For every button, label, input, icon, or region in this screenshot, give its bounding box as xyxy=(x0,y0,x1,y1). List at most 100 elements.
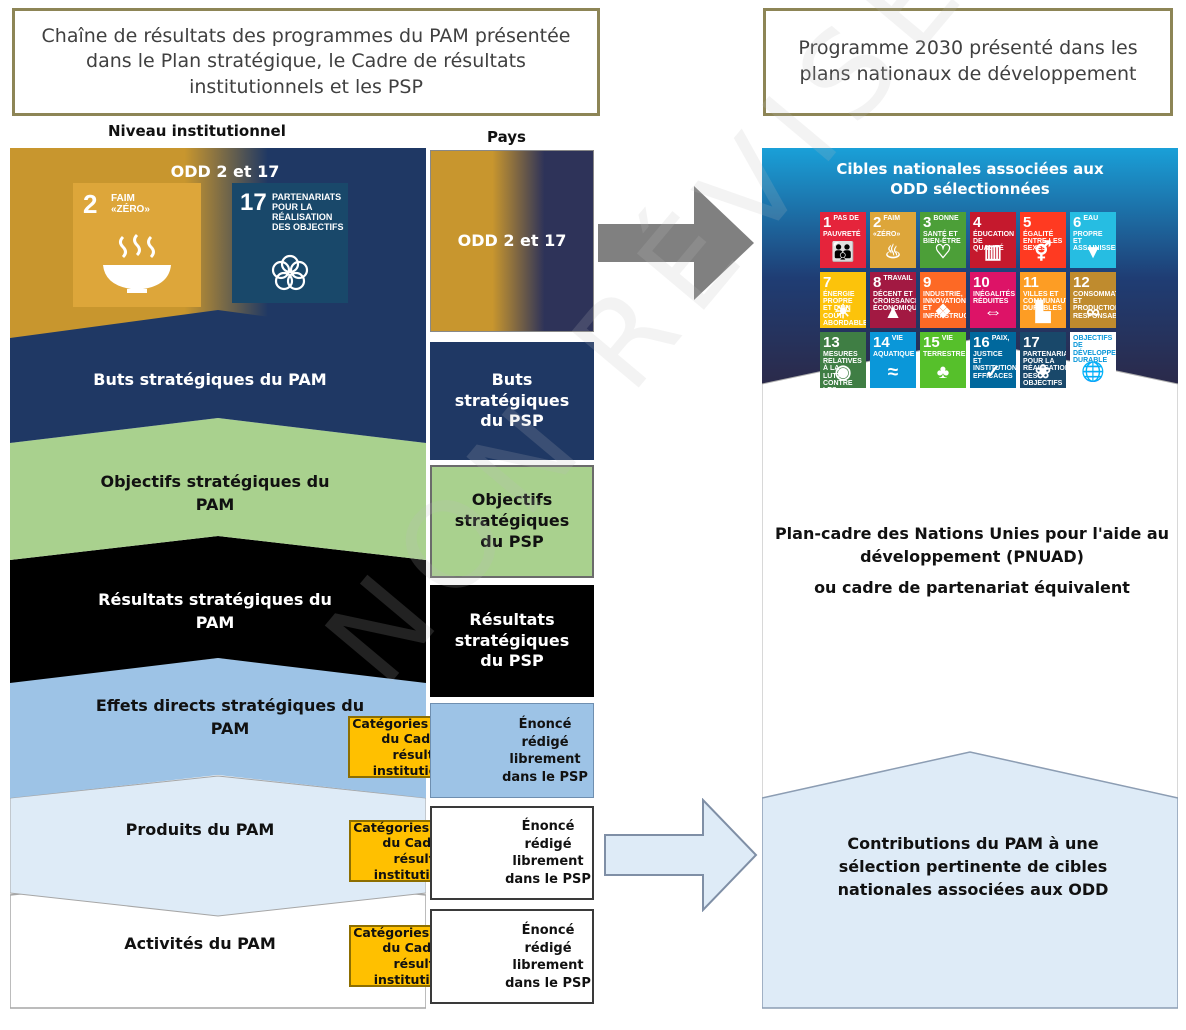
sdg-tile-number: 13 xyxy=(823,334,840,351)
grey-right-arrow-icon xyxy=(598,186,754,300)
sdg-targets-title: Cibles nationales associées aux ODD séle… xyxy=(836,160,1104,198)
sdg-tile-icon: 🌐 xyxy=(1081,362,1105,384)
sdg-tile-icon: ✓ xyxy=(985,362,1001,384)
country-label: Pays xyxy=(487,128,526,146)
sdg-tile-4: 4ÉDUCATION DE QUALITÉ▥ xyxy=(970,212,1016,268)
undaf-or-label: ou cadre de partenariat équivalent xyxy=(814,578,1130,597)
buts-label: Buts stratégiques du PAM xyxy=(93,370,327,389)
sdg-badge-goal-17: 17 PARTENARIATS POUR LA RÉALISATION DES … xyxy=(232,183,348,303)
pays-odd-box: ODD 2 et 17 xyxy=(430,150,594,332)
sdg-tile-icon: ▼ xyxy=(1083,242,1103,264)
sdg-tile-text: FAIM «ZÉRO» xyxy=(873,215,901,238)
partnership-flower-icon xyxy=(271,254,309,291)
pays-effets-box xyxy=(430,703,594,798)
pays-activites-box xyxy=(430,909,594,1004)
enonce-effets: Énoncé rédigé librement dans le PSP xyxy=(502,717,588,785)
sdg-tile-icon: ❖ xyxy=(934,302,952,324)
sdg-tile-text: VIE TERRESTRE xyxy=(923,335,966,358)
sdg-tile-10: 10INÉGALITÉS RÉDUITES⇔ xyxy=(970,272,1016,328)
sdg-tile-5: 5ÉGALITÉ ENTRE LES SEXES⚥ xyxy=(1020,212,1066,268)
sdg-tile-icon: ♡ xyxy=(934,242,952,264)
sdg-tile-icon: 👪 xyxy=(831,242,855,264)
enonce-activites: Énoncé rédigé librement dans le PSP xyxy=(505,923,591,991)
band-produits xyxy=(10,775,426,917)
sdg-tile-icon: ▥ xyxy=(984,242,1002,264)
contributions-band xyxy=(762,751,1178,1009)
contributions-label: Contributions du PAM à une sélection per… xyxy=(837,834,1109,900)
pays-objectifs-box: Objectifs stratégiques du PSP xyxy=(430,465,594,578)
goal-17-number: 17 xyxy=(240,189,267,216)
sdg-tile-9: 9INDUSTRIE, INNOVATION ET INFRASTRUCTURE… xyxy=(920,272,966,328)
sdg-tile-text: BONNE SANTÉ ET BIEN-ÊTRE xyxy=(923,215,961,246)
sdg-tile-number: 8 xyxy=(873,274,882,291)
band-effets xyxy=(10,658,426,798)
pays-objectifs-label: Objectifs stratégiques du PSP xyxy=(454,490,570,551)
sdg-tile-number: 15 xyxy=(923,334,940,351)
sdg-tile-number: 6 xyxy=(1073,214,1082,231)
left-header: Chaîne de résultats des programmes du PA… xyxy=(12,8,600,116)
goal-2-number: 2 xyxy=(83,189,98,219)
sdg-tile-text: TRAVAIL DÉCENT ET CROISSANCE ÉCONOMIQUE xyxy=(873,275,916,313)
sdg-tile-text: VIE AQUATIQUE xyxy=(873,335,915,358)
sdg-tile-text: PARTENARIATS POUR LA RÉALISATION DES OBJ… xyxy=(1023,350,1066,388)
goal-17-text: PARTENARIATS POUR LA RÉALISATION DES OBJ… xyxy=(272,192,344,233)
sdg-tile-icon: ∞ xyxy=(1086,302,1100,324)
sdg-tile-number: 14 xyxy=(873,334,890,351)
pays-buts-label: Buts stratégiques du PSP xyxy=(454,369,570,431)
sdg-tile-text: INDUSTRIE, INNOVATION ET INFRASTRUCTURE xyxy=(923,290,966,320)
sdg-tile-icon: ▙ xyxy=(1035,302,1051,324)
sdg-tile-text: ÉDUCATION DE QUALITÉ xyxy=(973,230,1015,253)
sdg-tile-number: 4 xyxy=(973,214,982,231)
sdg-tile-icon: ♣ xyxy=(936,362,950,384)
undaf-label: Plan-cadre des Nations Unies pour l'aide… xyxy=(774,524,1170,567)
sdg-tile-number: 9 xyxy=(923,274,932,291)
sdg-tile-text: ÉGALITÉ ENTRE LES SEXES xyxy=(1023,230,1063,253)
sdg-tile-number: 12 xyxy=(1073,274,1090,291)
sdg-tile-text: INÉGALITÉS RÉDUITES xyxy=(973,290,1016,306)
activites-label: Activités du PAM xyxy=(124,934,276,953)
band-buts xyxy=(10,300,426,443)
sdg-tile-icon: ♨ xyxy=(884,242,902,264)
sdg-tile-13: 13MESURES RELATIVES À LA LUTTE CONTRE LE… xyxy=(820,332,866,388)
sdg-tile-text: MESURES RELATIVES À LA LUTTE CONTRE LES … xyxy=(823,350,862,388)
sdg-tile-text: CONSOMMATION ET PRODUCTION RESPONSABLES xyxy=(1073,290,1116,320)
sdg-tile-icon: ⚥ xyxy=(1034,242,1052,264)
pays-odd-label: ODD 2 et 17 xyxy=(457,230,567,250)
light-right-arrow-icon xyxy=(604,798,758,912)
undaf-band xyxy=(762,339,1178,799)
institutional-level-label: Niveau institutionnel xyxy=(108,122,286,140)
pays-produits-box xyxy=(430,806,594,900)
sdg-tile-number: 1 xyxy=(823,214,832,231)
sdg-tile-number: 11 xyxy=(1023,274,1039,291)
sdg-tile-icon: ❀ xyxy=(1035,362,1051,384)
right-header: Programme 2030 présenté dans les plans n… xyxy=(763,8,1173,116)
sdg-tile-icon: ◉ xyxy=(834,362,852,384)
sdg-tile-text: VILLES ET COMMUNAUTÉS DURABLES xyxy=(1023,290,1066,313)
sdg-tile-7: 7ÉNERGIE PROPRE ET D'UN COÛT ABORDABLE☀ xyxy=(820,272,866,328)
sdg-tile-text: OBJECTIFS DE DÉVELOPPEMENT DURABLE xyxy=(1073,335,1116,365)
sdg-tile-number: 5 xyxy=(1023,214,1032,231)
enonce-produits: Énoncé rédigé librement dans le PSP xyxy=(505,819,591,887)
sdg-badge-goal-2: 2 FAIM «ZÉRO» xyxy=(73,183,201,307)
sdg-tile-11: 11VILLES ET COMMUNAUTÉS DURABLES▙ xyxy=(1020,272,1066,328)
sdg-tile-12: 12CONSOMMATION ET PRODUCTION RESPONSABLE… xyxy=(1070,272,1116,328)
produits-label: Produits du PAM xyxy=(125,820,275,839)
sdg-tile-text: PAIX, JUSTICE ET INSTITUTIONS EFFICACES xyxy=(973,335,1016,380)
sdg-tile-text: ÉNERGIE PROPRE ET D'UN COÛT ABORDABLE xyxy=(823,290,866,328)
sdg-tile-text: EAU PROPRE ET ASSAINISSEMENT xyxy=(1073,215,1116,253)
sdg-tile-icon: ▲ xyxy=(883,302,903,324)
sdg-tile-icon: ☀ xyxy=(834,302,852,324)
sdg-tile-number: 17 xyxy=(1023,334,1040,351)
sdg-tile-icon: ≈ xyxy=(887,362,899,384)
effets-label: Effets directs stratégiques du PAM xyxy=(95,696,365,739)
